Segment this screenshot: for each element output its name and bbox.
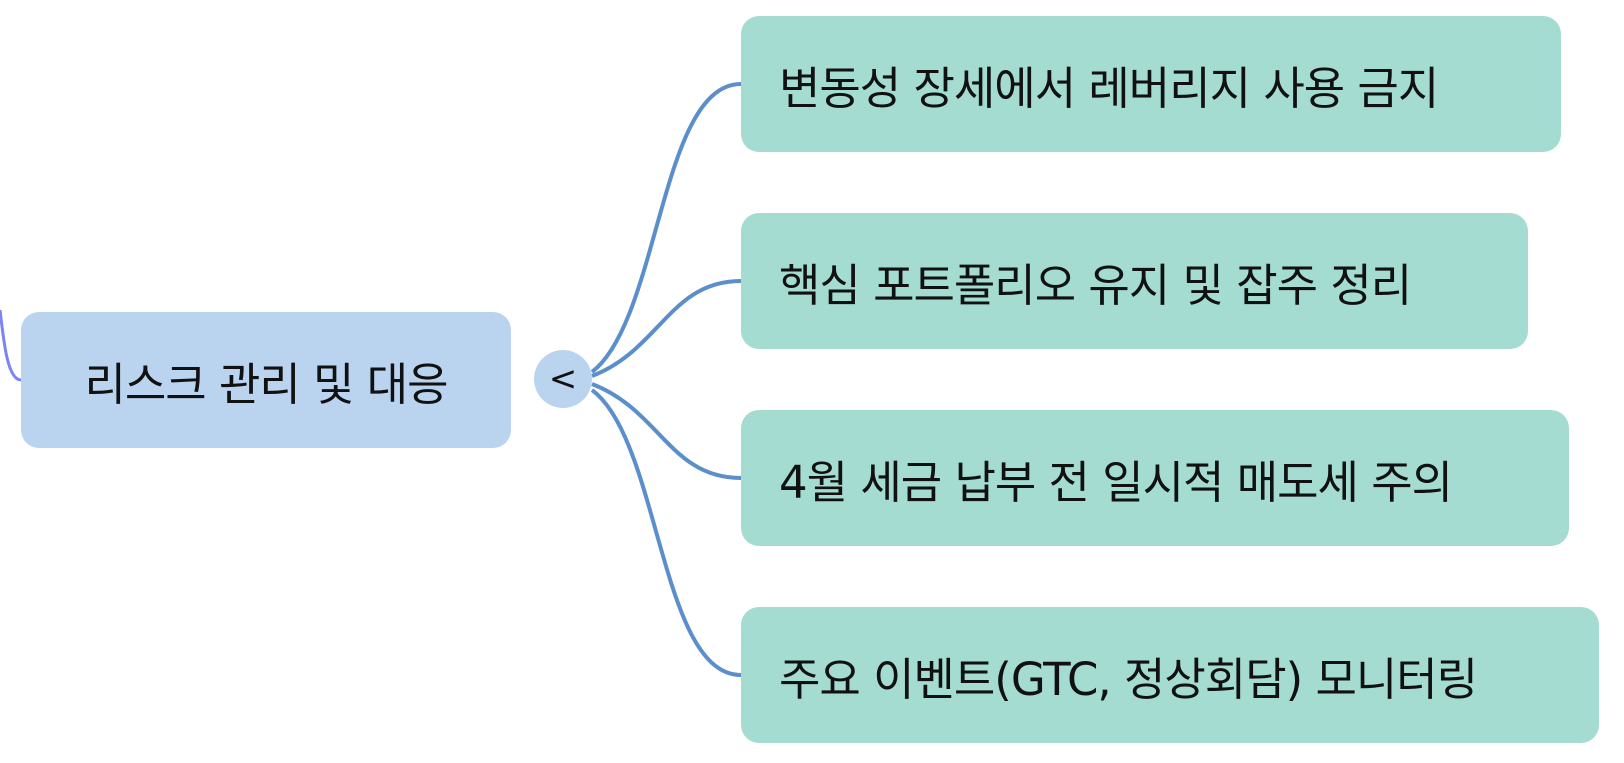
child-topic-label: 핵심 포트폴리오 유지 및 잡주 정리 <box>779 258 1412 312</box>
branch-connector-1 <box>591 279 742 378</box>
child-topic-label: 변동성 장세에서 레버리지 사용 금지 <box>779 61 1439 115</box>
branch-connector-0 <box>590 82 742 374</box>
child-topic-label: 주요 이벤트(GTC, 정상회담) 모니터링 <box>779 652 1478 706</box>
parent-topic-node[interactable]: 리스크 관리 및 대응 <box>21 312 511 448</box>
collapse-chevron-left-icon: < <box>548 359 578 399</box>
branch-connector-2 <box>591 382 742 480</box>
child-topic-node[interactable]: 변동성 장세에서 레버리지 사용 금지 <box>741 16 1561 152</box>
child-topic-node[interactable]: 핵심 포트폴리오 유지 및 잡주 정리 <box>741 213 1528 349</box>
child-topic-node[interactable]: 주요 이벤트(GTC, 정상회담) 모니터링 <box>741 607 1599 743</box>
child-topic-node[interactable]: 4월 세금 납부 전 일시적 매도세 주의 <box>741 410 1569 546</box>
incoming-connector <box>0 309 22 382</box>
collapse-toggle-button[interactable]: < <box>534 350 592 408</box>
child-topic-label: 4월 세금 납부 전 일시적 매도세 주의 <box>779 455 1453 509</box>
branch-connector-3 <box>590 388 742 677</box>
parent-topic-label: 리스크 관리 및 대응 <box>84 357 448 411</box>
